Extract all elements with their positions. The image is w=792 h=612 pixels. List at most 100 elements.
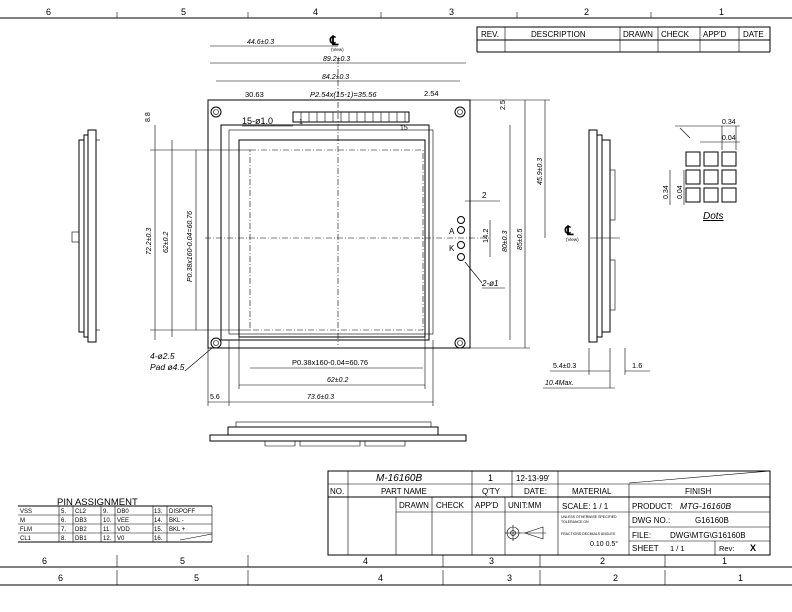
- pin-r2-c6: BKL +: [169, 527, 186, 533]
- dim-14-2: 14.2: [481, 228, 490, 243]
- dim-72-2: 72.2±0.3: [146, 228, 153, 255]
- tolerance-note-1: UNLESS OTHERWISE SPECIFIED: [561, 515, 617, 519]
- zone-foot-6: 6: [58, 573, 63, 583]
- title-block: M-16160B 1 12-13-99' NO. PART NAME Q'TY …: [327, 470, 771, 556]
- dim-10-4: 10.4Max.: [545, 380, 574, 387]
- dim-5-6: 5.6: [210, 394, 220, 401]
- holes-2: 2-ø1: [481, 279, 498, 288]
- pin-assignment-table: PIN ASSIGNMENT VSS 5. CL2 9. DB0 13. DIS…: [18, 497, 213, 543]
- tolerance-note-2: TOLERANCE ON: [561, 520, 589, 524]
- dot-dim-0-04-left: 0.04: [677, 185, 684, 199]
- part-name-value: M-16160B: [376, 473, 422, 484]
- view-label-right: (View): [566, 237, 579, 242]
- dot-dim-0-34-top: 0.34: [722, 119, 736, 126]
- tolerance-values: 0.10 0.5°: [590, 540, 618, 548]
- pin-r0-c1: 5.: [61, 509, 66, 515]
- qty-value: 1: [488, 473, 493, 483]
- pin-r3-c0: CL1: [20, 536, 32, 542]
- view-label-top: (View): [331, 47, 344, 52]
- front-dimensions: 44.6±0.3 ℄ (View) 89.2±0.3 84.2±0.3 30.6…: [145, 33, 579, 406]
- pin-r3-c1: 8.: [61, 536, 66, 542]
- pin-r3-c4: V0: [117, 536, 125, 542]
- rev-header-description: DESCRIPTION: [531, 30, 586, 39]
- zone-bottom-6: 6: [42, 556, 47, 566]
- dim-2-5: 2.5: [500, 100, 507, 110]
- active-area: [249, 149, 424, 331]
- zone-foot-5: 5: [194, 573, 199, 583]
- rev-header-drawn: DRAWN: [623, 30, 653, 39]
- pin-r2-c4: VDD: [117, 527, 130, 533]
- zone-foot-2: 2: [613, 573, 618, 583]
- zone-bottom-4: 4: [363, 556, 368, 566]
- date-value: 12-13-99': [516, 474, 550, 483]
- unit-label: UNIT:MM: [508, 501, 542, 510]
- sheet-label: SHEET: [632, 544, 659, 553]
- pin-r1-c4: VEE: [117, 518, 129, 524]
- pin-r2-c1: 7.: [61, 527, 66, 533]
- zone-foot-3: 3: [507, 573, 512, 583]
- dim-89-2: 89.2±0.3: [323, 56, 350, 63]
- pin-r1-c3: 10.: [103, 518, 112, 524]
- pin-r3-c5: 16.: [154, 536, 163, 542]
- front-view: [205, 58, 490, 349]
- pin-r3-c3: 12.: [103, 536, 112, 542]
- header-material: MATERIAL: [572, 487, 612, 496]
- header-check: CHECK: [436, 501, 465, 510]
- pin-r2-c2: DB2: [75, 527, 87, 533]
- holes-15: 15-ø1.0: [242, 116, 273, 126]
- pin-r1-c6: BKL -: [169, 518, 184, 524]
- dim-80-vertical: 80±0.3: [502, 231, 509, 252]
- dim-44-6: 44.6±0.3: [247, 39, 274, 46]
- dim-73-6: 73.6±0.3: [307, 394, 334, 401]
- header-part-name: PART NAME: [381, 487, 427, 496]
- dim-pitch-vertical: P0.38x160-0.04=60.76: [187, 211, 194, 282]
- scale-label: SCALE: 1 / 1: [562, 502, 609, 511]
- pin-1-label: 1: [299, 119, 303, 126]
- dim-84-2: 84.2±0.3: [322, 74, 349, 81]
- pin-assignment-title: PIN ASSIGNMENT: [57, 497, 138, 508]
- pcb-outline: [207, 99, 471, 349]
- zone-foot-4: 4: [378, 573, 383, 583]
- pin-r2-c0: FLM: [20, 527, 32, 533]
- bottom-view: [209, 421, 467, 447]
- file-label: FILE:: [632, 531, 651, 540]
- pin-r1-c1: 6.: [61, 518, 66, 524]
- product-label: PRODUCT:: [632, 502, 673, 511]
- revision-block: REV. DESCRIPTION DRAWN CHECK APP'D DATE: [476, 26, 771, 53]
- zone-bottom-1: 1: [722, 556, 727, 566]
- rev-value: X: [750, 543, 756, 553]
- file-value: DWG\MTG\G16160B: [670, 531, 746, 540]
- left-side-view: [71, 129, 100, 343]
- dim-62-horizontal: 62±0.2: [327, 377, 348, 384]
- zone-top-2: 2: [584, 7, 589, 17]
- dim-1-6: 1.6: [632, 361, 642, 370]
- tolerance-note-3: FRACTIONS DECIMALS ANGLES: [561, 532, 616, 536]
- zone-bottom-3: 3: [489, 556, 494, 566]
- dim-pitch-horizontal: P0.38x160-0.04=60.76: [292, 358, 368, 367]
- dim-62-vertical: 62±0.2: [163, 232, 170, 253]
- dot-dim-0-04-top: 0.04: [722, 135, 736, 142]
- projection-symbol-icon: [505, 525, 546, 541]
- center-symbol-top: ℄: [329, 33, 339, 48]
- pin-r0-c0: VSS: [20, 509, 32, 515]
- rev-header-date: DATE: [743, 30, 764, 39]
- led-anode-label: A: [449, 227, 455, 236]
- dwg-no-value: G16160B: [695, 516, 729, 525]
- zone-bottom-2: 2: [600, 556, 605, 566]
- pin-r0-c5: 13.: [154, 509, 163, 515]
- header-qty: Q'TY: [482, 487, 501, 496]
- dim-pitch: P2.54x(15-1)=35.56: [310, 90, 377, 99]
- product-value: MTG-16160B: [680, 501, 731, 511]
- dim-30-63: 30.63: [245, 90, 264, 99]
- pin-r0-c3: 9.: [103, 509, 108, 515]
- drawing-border: 6 5 4 3 2 1 6 5 4 3 2 1 6 5 4 3 2 1: [0, 7, 792, 586]
- header-finish: FINISH: [685, 487, 711, 496]
- rev-header-check: CHECK: [661, 30, 690, 39]
- dot-dim-0-34-left: 0.34: [663, 185, 670, 199]
- rev-header-rev: REV.: [481, 30, 499, 39]
- pin-connector: [292, 111, 410, 123]
- pin-r2-c3: 11.: [103, 527, 111, 533]
- header-appd: APP'D: [475, 501, 499, 510]
- dim-5-4: 5.4±0.3: [553, 363, 576, 370]
